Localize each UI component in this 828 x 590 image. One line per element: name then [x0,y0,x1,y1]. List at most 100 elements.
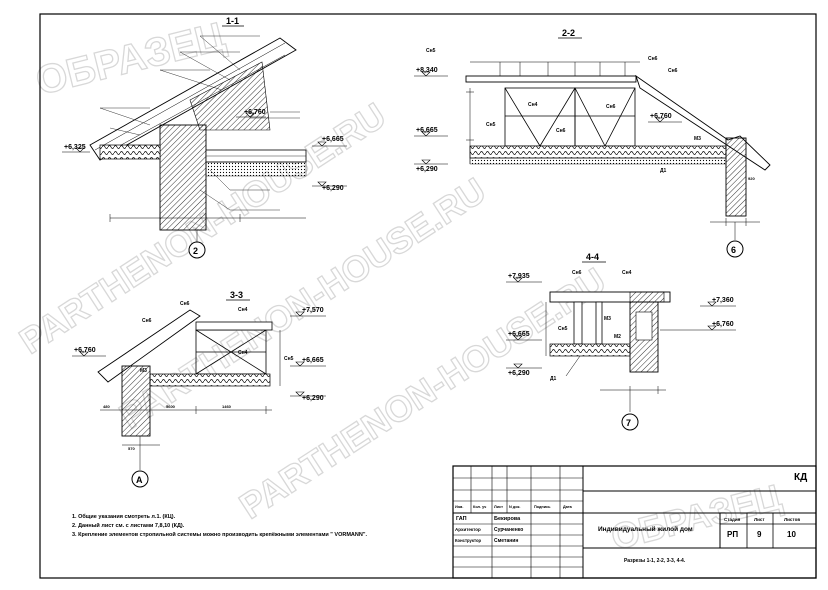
svg-text:Сн6: Сн6 [180,301,190,307]
axis-bubble [188,241,206,259]
svg-text:Сн6: Сн6 [648,56,658,62]
svg-text:+8,340: +8,340 [416,67,438,74]
header-col-signature: Подпись [534,505,551,509]
axis-label: 2 [193,246,198,256]
svg-text:Д1: Д1 [550,376,557,382]
sheet-label: Лист [754,517,765,522]
svg-text:Сн4: Сн4 [238,307,248,313]
sheet-title: Разрезы 1-1, 2-2, 3-3, 4-4. [624,558,686,564]
svg-text:480: 480 [103,404,110,409]
level-marks: +6,325 +6,760 +6,665 +6,290 [62,109,347,192]
level-marks: +7,935 +6,665 +6,290 +7,360 +6,760 [506,273,736,377]
section-title: 1-1 [226,16,239,26]
wall [159,124,207,231]
sheets-label: Листов [784,517,801,522]
axis-bubble [726,240,744,258]
axis-bubble [621,413,639,431]
svg-text:+7,360: +7,360 [712,297,734,304]
svg-text:1460: 1460 [222,404,232,409]
stage-value: РП [727,530,739,539]
axis-label: 7 [626,418,631,428]
svg-text:+6,665: +6,665 [322,136,344,143]
role-engineer: Конструктор [455,538,482,543]
svg-text:Д1: Д1 [660,168,667,174]
floor-slab [149,373,271,387]
level-marks: +8,340 +6,665 +6,290 +6,760 [414,67,682,173]
svg-text:+7,935: +7,935 [508,273,530,280]
svg-text:Сн6: Сн6 [572,270,582,276]
svg-text:М2: М2 [614,334,621,340]
role-gap: ГАП [456,516,467,522]
name-architect: Сурчаненко [494,527,524,533]
header-col-docnum: N док. [509,505,521,509]
project-name: Индивидуальный жилой дом [598,526,693,533]
svg-text:Сн5: Сн5 [426,48,436,54]
floor-slab [469,145,727,159]
axis-label: А [136,475,143,485]
watermark-layer: ОБРАЗЕЦ PARTHENON-HOUSE.RU PARTHENON-HOU… [11,14,786,559]
svg-text:+6,290: +6,290 [322,185,344,192]
sheets-value: 10 [787,530,796,539]
header-col-qty: Кол. уч [473,505,487,509]
svg-text:Сн6: Сн6 [142,318,152,324]
general-note: 1. Общие указания смотреть л.1. (КЦ). [72,514,176,520]
wall [725,137,747,217]
svg-text:+6,760: +6,760 [650,113,672,120]
svg-text:М3: М3 [140,368,147,374]
section-4-4: 4-4 7 Сн6 Сн4 Сн5 Д1 М3 М2 [506,252,736,431]
svg-text:Сн6: Сн6 [668,68,678,74]
svg-text:Сн6: Сн6 [556,128,566,134]
svg-text:+7,570: +7,570 [302,307,324,314]
section-title: 4-4 [586,252,599,262]
svg-text:Сн5: Сн5 [558,326,568,332]
svg-text:+6,290: +6,290 [302,395,324,402]
title-block-grid [452,465,817,579]
svg-text:Сн4: Сн4 [622,270,632,276]
header-col-change: Изм. [455,505,464,509]
svg-text:М3: М3 [694,136,701,142]
section-2-2: 2-2 6 [414,28,771,258]
role-architect: Архитектор [455,527,481,532]
svg-text:Сн5: Сн5 [284,356,294,362]
truss-frames [504,87,636,147]
general-note: 3. Крепление элементов стропильной систе… [72,532,367,538]
svg-text:+6,325: +6,325 [64,144,86,151]
document-code: КД [794,472,808,483]
section-title: 3-3 [230,290,243,300]
axis-bubble [131,470,149,488]
svg-text:5600: 5600 [166,404,176,409]
wall [121,365,151,437]
header-col-sheet: Лист [494,505,503,509]
svg-text:+6,665: +6,665 [416,127,438,134]
svg-text:Сн4: Сн4 [528,102,538,108]
svg-text:+6,665: +6,665 [302,357,324,364]
level-marks: +7,570 +6,760 +6,665 +6,290 [72,307,326,402]
sheet-frame [39,13,817,579]
general-note: 2. Данный лист см. с листами 7,8,10 (КД)… [72,523,185,529]
name-gap: Бекирова [494,516,521,522]
floor-slab [549,343,631,357]
svg-text:+6,290: +6,290 [508,370,530,377]
svg-text:Сн6: Сн6 [606,104,616,110]
svg-text:+6,760: +6,760 [712,321,734,328]
svg-text:+6,760: +6,760 [74,347,96,354]
svg-text:+6,665: +6,665 [508,331,530,338]
section-1-1: 1-1 2 [62,16,347,259]
svg-text:+6,290: +6,290 [416,166,438,173]
stage-label: Стадия [724,517,741,522]
axis-label: 6 [731,245,736,255]
svg-text:920: 920 [748,176,755,181]
svg-text:Сн5: Сн5 [486,122,496,128]
section-title: 2-2 [562,28,575,38]
svg-text:570: 570 [128,446,135,451]
name-engineer: Сметанин [494,538,519,544]
header-col-date: Дата [563,505,572,509]
svg-text:М3: М3 [604,316,611,322]
sheet-value: 9 [757,530,762,539]
section-3-3: 3-3 А Сн6 Сн6 Сн4 Сн4 Сн5 [72,290,326,488]
svg-text:+6,760: +6,760 [244,109,266,116]
roof-slope [97,309,201,383]
floor-slab [99,144,161,160]
